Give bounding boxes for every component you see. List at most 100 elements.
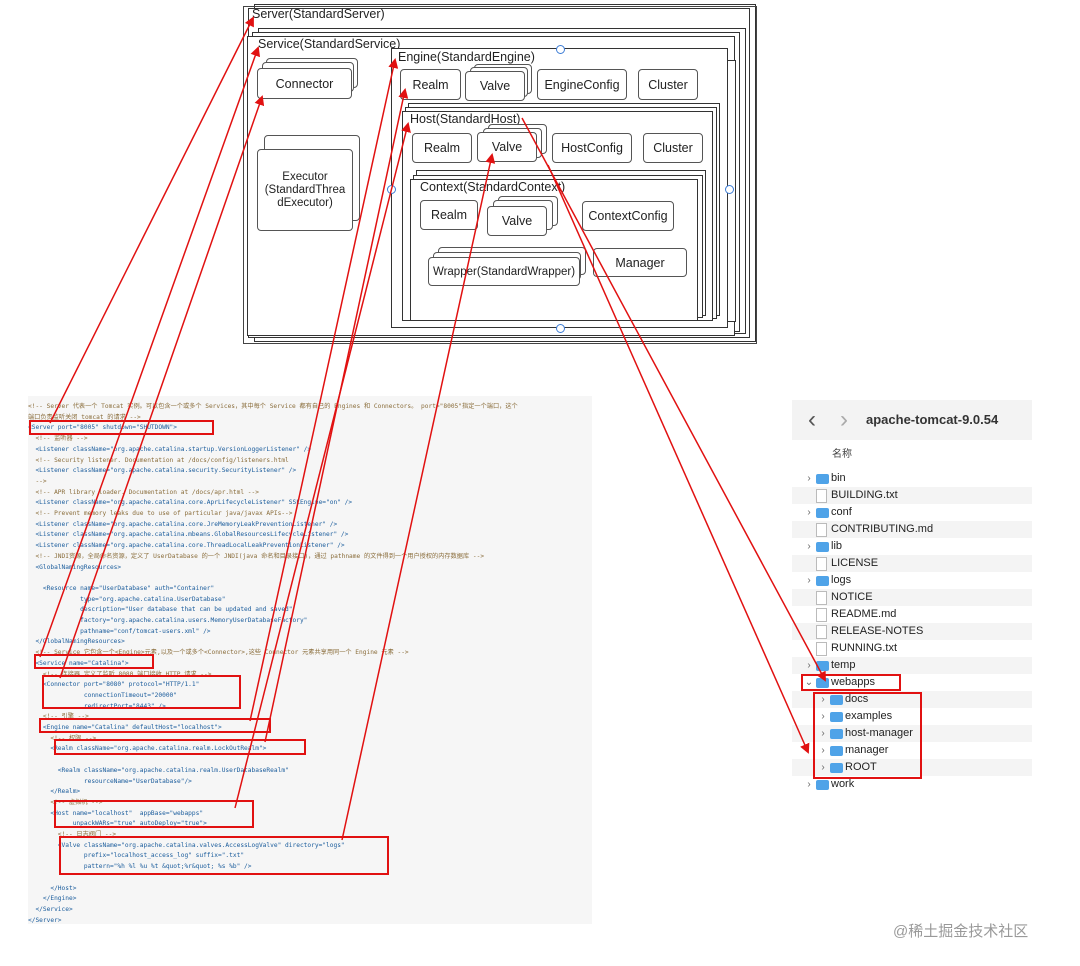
disclosure-icon[interactable]: › (807, 473, 811, 484)
file-row[interactable]: ⌄webapps (792, 674, 1032, 691)
code-line: <Listener className="org.apache.catalina… (28, 467, 297, 475)
disclosure-icon[interactable]: › (807, 660, 811, 671)
file-name: lib (831, 540, 843, 552)
file-name: work (831, 778, 855, 790)
folder-icon (816, 661, 829, 671)
wrapper-box: Wrapper(StandardWrapper) (428, 257, 580, 286)
selection-handle-top (556, 45, 565, 54)
file-row[interactable]: RELEASE-NOTES (792, 623, 1032, 640)
file-row[interactable]: › lib (792, 538, 1032, 555)
host-realm-box: Realm (412, 133, 472, 163)
watermark: @稀土掘金技术社区 (893, 923, 1029, 940)
forward-icon[interactable]: › (840, 406, 848, 433)
code-line: <Valve className="org.apache.catalina.va… (28, 841, 345, 849)
engine-valve-box: Valve (465, 71, 525, 101)
code-line: <!-- Prevent memory leaks due to use of … (28, 510, 293, 517)
disclosure-icon[interactable]: › (821, 762, 825, 773)
engine-realm-box: Realm (400, 69, 461, 100)
file-row[interactable]: BUILDING.txt (792, 487, 1032, 504)
file-row[interactable]: LICENSE (792, 555, 1032, 572)
column-header: 名称 (792, 440, 1032, 462)
file-row[interactable]: ›bin (792, 470, 1032, 487)
code-line: <Engine name="Catalina" defaultHost="loc… (28, 724, 222, 731)
arrow-server (49, 16, 254, 424)
file-row[interactable]: ›manager (792, 742, 1032, 759)
code-line: --> (28, 477, 47, 485)
code-line: <Realm className="org.apache.catalina.re… (28, 745, 267, 753)
finder-title: apache-tomcat-9.0.54 (866, 412, 999, 427)
folder-icon (816, 542, 829, 552)
column-header-name: 名称 (832, 449, 852, 460)
code-line: </Host> (28, 884, 77, 892)
disclosure-icon[interactable]: › (821, 711, 825, 722)
folder-icon (816, 474, 829, 484)
file-name: LICENSE (831, 557, 879, 569)
code-line: <!-- Security listener. Documentation at… (28, 456, 289, 464)
code-line: </Engine> (28, 895, 77, 903)
disclosure-icon[interactable]: › (807, 575, 811, 586)
file-row[interactable]: ›conf (792, 504, 1032, 521)
context-label: Context(StandardContext) (420, 180, 566, 194)
file-row[interactable]: › ROOT (792, 759, 1032, 776)
back-icon[interactable]: ‹ (808, 406, 816, 433)
disclosure-icon[interactable]: › (807, 507, 811, 518)
file-row[interactable]: › examples (792, 708, 1032, 725)
file-row[interactable]: README.md (792, 606, 1032, 623)
code-line: unpackWARs="true" autoDeploy="true"> (28, 820, 207, 828)
file-row[interactable]: › docs (792, 691, 1032, 708)
code-line: <!-- APR library loader. Documentation a… (28, 488, 259, 496)
file-row[interactable]: ›logs (792, 572, 1032, 589)
file-row[interactable]: › temp (792, 657, 1032, 674)
code-line: type="org.apache.catalina.UserDatabase" (28, 595, 226, 603)
file-row[interactable]: ›host-manager (792, 725, 1032, 742)
code-line: </Realm> (28, 788, 81, 796)
engine-config-box: EngineConfig (537, 69, 627, 100)
code-line: <!-- 监听器 --> (28, 435, 88, 443)
code-line: </Server> (28, 916, 62, 924)
code-line: <Listener className="org.apache.catalina… (28, 520, 338, 528)
file-name: ROOT (845, 761, 877, 773)
disclosure-icon[interactable]: › (807, 541, 811, 552)
server-label: Server(StandardServer) (252, 7, 385, 21)
file-row[interactable]: RUNNING.txt (792, 640, 1032, 657)
file-name: BUILDING.txt (831, 489, 898, 501)
file-name: temp (831, 659, 856, 671)
host-valve-box: Valve (477, 132, 537, 162)
disclosure-icon[interactable]: › (807, 779, 811, 790)
code-line: <Service name="Catalina"> (28, 659, 129, 667)
code-line: <!-- 连接器 定义了监听 8080 端口接收 HTTP 请求 --> (28, 670, 212, 678)
file-icon (816, 489, 827, 503)
folder-icon (830, 746, 843, 756)
code-line: <Listener className="org.apache.catalina… (28, 499, 353, 507)
host-cluster-box: Cluster (643, 133, 703, 163)
disclosure-icon[interactable]: › (821, 728, 825, 739)
context-valve-box: Valve (487, 206, 547, 236)
code-line: factory="org.apache.catalina.users.Memor… (28, 617, 308, 624)
code-line: <!-- 日志阀门 --> (28, 831, 117, 838)
selection-handle-bottom (556, 324, 565, 333)
file-row[interactable]: › work (792, 776, 1032, 793)
code-line: </Service> (28, 905, 73, 913)
file-row[interactable]: NOTICE (792, 589, 1032, 606)
host-config-box: HostConfig (552, 133, 632, 163)
server-xml-code-panel: <!-- Server 代表一个 Tomcat 实例。可以包含一个或多个 Ser… (28, 396, 592, 924)
service-label: Service(StandardService) (258, 37, 401, 51)
disclosure-icon[interactable]: ⌄ (804, 677, 814, 688)
code-line: <Connector port="8080" protocol="HTTP/1.… (28, 681, 200, 689)
engine-label: Engine(StandardEngine) (398, 50, 535, 64)
selection-handle-right (725, 185, 734, 194)
folder-icon (830, 729, 843, 739)
file-name: examples (845, 710, 893, 722)
file-row[interactable]: CONTRIBUTING.md (792, 521, 1032, 538)
disclosure-icon[interactable]: › (821, 745, 825, 756)
code-line: redirectPort="8443" /> (28, 702, 166, 710)
code-line: <!-- Server 代表一个 Tomcat 实例。可以包含一个或多个 Ser… (28, 403, 518, 410)
code-line: <Server port="8005" shutdown="SHUTDOWN"> (28, 424, 178, 432)
folder-icon (816, 576, 829, 586)
code-line: <Listener className="org.apache.catalina… (28, 445, 312, 453)
file-name: docs (845, 693, 869, 705)
file-icon (816, 625, 827, 639)
disclosure-icon[interactable]: › (821, 694, 825, 705)
code-line: <Resource name="UserDatabase" auth="Cont… (28, 584, 215, 592)
code-line: <Realm className="org.apache.catalina.re… (28, 766, 289, 774)
